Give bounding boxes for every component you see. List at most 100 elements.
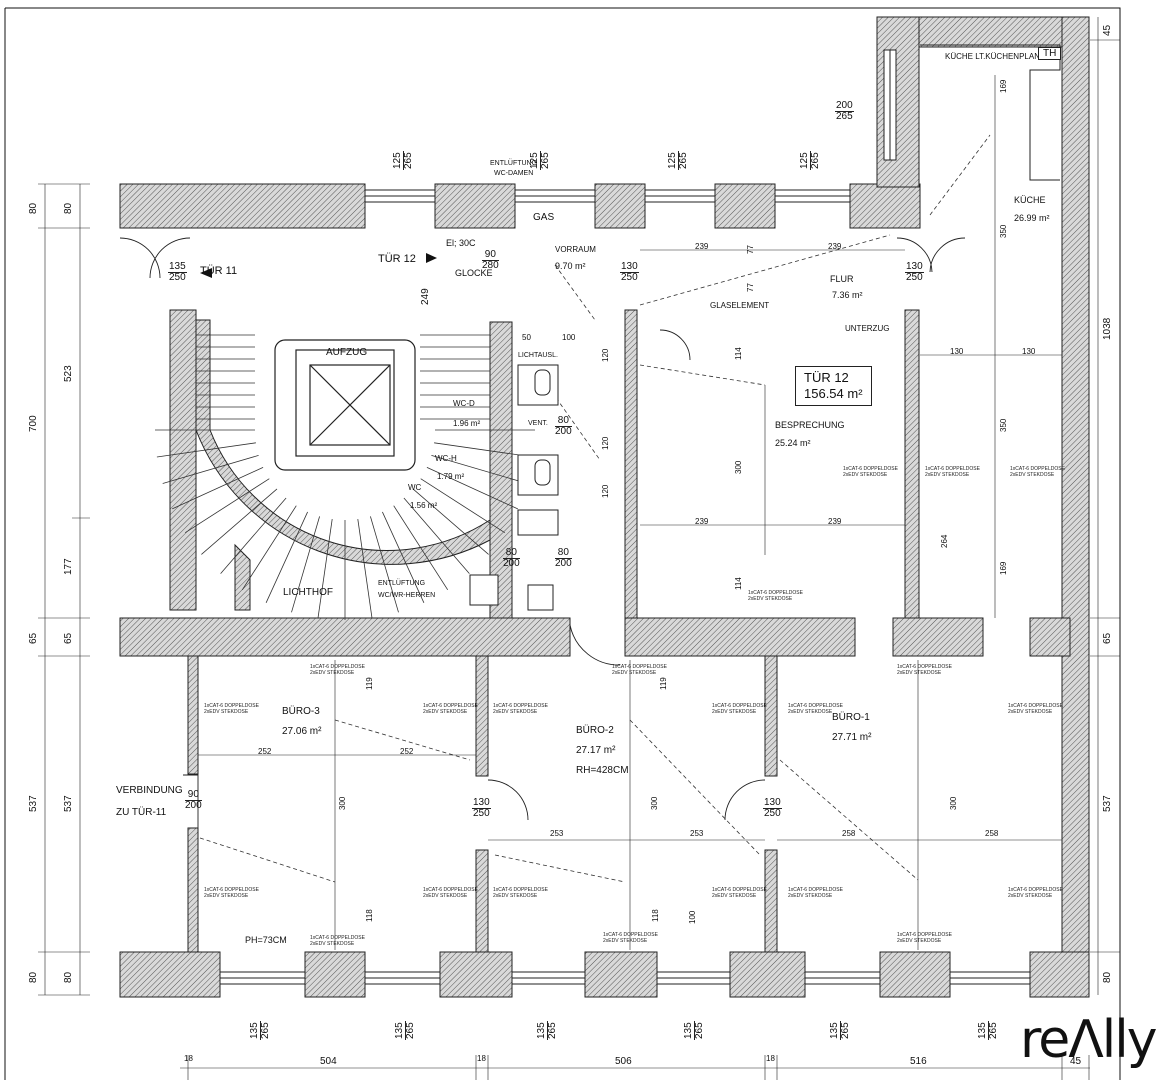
vent-label: VENT. bbox=[528, 420, 548, 427]
stair-tread bbox=[220, 497, 287, 574]
entl-herren-2: WC/WR-HERREN bbox=[378, 592, 436, 599]
dim-239c: 239 bbox=[695, 517, 709, 526]
sheet-border bbox=[5, 7, 1121, 1080]
dim-right-537: 537 bbox=[1102, 795, 1113, 812]
dim-118a: 118 bbox=[365, 909, 374, 922]
dim-77b: 77 bbox=[746, 283, 755, 292]
entl-damen-2: WC-DAMEN bbox=[494, 170, 534, 177]
dim-120a: 120 bbox=[601, 348, 610, 362]
stair-tread bbox=[317, 519, 333, 619]
dim-right-45: 45 bbox=[1102, 24, 1113, 36]
verbindung-1: VERBINDUNG bbox=[116, 785, 183, 796]
dim-50: 50 bbox=[522, 333, 531, 342]
dim-169b: 169 bbox=[999, 561, 1008, 575]
dim-left-65-b: 65 bbox=[63, 632, 74, 644]
dim-119b: 119 bbox=[659, 677, 668, 690]
room-flur-name: FLUR bbox=[830, 274, 854, 284]
dim-130b: 130 bbox=[1022, 347, 1036, 356]
room-flur-area: 7.36 m² bbox=[832, 290, 863, 300]
unterzug-label: UNTERZUG bbox=[845, 324, 890, 333]
dim-118b: 118 bbox=[651, 909, 660, 922]
dim-239b: 239 bbox=[828, 242, 842, 251]
dim-left-65: 65 bbox=[28, 632, 39, 644]
verbindung-2: ZU TÜR-11 bbox=[116, 807, 167, 818]
room-wcd-name: WC-D bbox=[453, 399, 475, 408]
dim-right-65: 65 bbox=[1102, 632, 1113, 644]
stair-tread bbox=[265, 511, 308, 603]
stair-tread bbox=[393, 505, 449, 591]
stair-tread bbox=[201, 488, 278, 555]
dim-left-177: 177 bbox=[63, 558, 74, 575]
dim-114b: 114 bbox=[734, 577, 743, 590]
dim-bottom-18c: 18 bbox=[766, 1054, 775, 1063]
door-label-tuer12: TÜR 12 bbox=[378, 253, 416, 265]
dim-300a: 300 bbox=[734, 460, 743, 474]
wc-fixtures bbox=[469, 364, 559, 611]
stair-tread bbox=[162, 455, 259, 484]
brand-logo: reΛlly bbox=[1020, 1010, 1157, 1070]
room-buero3-area: 27.06 m² bbox=[282, 726, 322, 737]
stair-tread bbox=[156, 442, 256, 458]
entl-damen-1: ENTLÜFTUNG bbox=[490, 160, 538, 167]
dim-bottom-18a: 18 bbox=[184, 1054, 193, 1063]
dim-264: 264 bbox=[940, 534, 949, 548]
stair-tread bbox=[241, 505, 297, 591]
room-kueche-area: 26.99 m² bbox=[1014, 213, 1050, 223]
stair-tread bbox=[184, 478, 270, 534]
room-wc-name: WC bbox=[408, 483, 422, 492]
dim-169a: 169 bbox=[999, 79, 1008, 93]
unit-tag-title: TÜR 12 bbox=[804, 370, 849, 385]
stair-curved-wall bbox=[195, 319, 491, 565]
dim-130a: 130 bbox=[950, 347, 964, 356]
room-buero1-area: 27.71 m² bbox=[832, 732, 872, 743]
ph-label: PH=73CM bbox=[245, 935, 287, 945]
dim-119a: 119 bbox=[365, 677, 374, 690]
unit-tag: TÜR 12 156.54 m² bbox=[795, 366, 872, 406]
stair-tread bbox=[172, 467, 264, 510]
room-aufzug-name: AUFZUG bbox=[326, 347, 368, 358]
glocke-label: GLOCKE bbox=[455, 268, 493, 278]
stair-tread bbox=[412, 488, 489, 555]
stair-tread bbox=[357, 519, 373, 619]
dim-bottom-506: 506 bbox=[615, 1056, 632, 1067]
dim-100: 100 bbox=[562, 333, 576, 342]
door-label-tuer11: TÜR 11 bbox=[200, 265, 238, 277]
gas-label: GAS bbox=[533, 212, 555, 223]
stair-tread bbox=[403, 497, 470, 574]
room-vorraum-area: 9.70 m² bbox=[555, 261, 586, 271]
dim-bottom-45: 45 bbox=[1070, 1056, 1082, 1067]
stair-tread bbox=[382, 511, 425, 603]
room-buero2-extra: RH=428CM bbox=[576, 765, 629, 776]
th-box: TH bbox=[1038, 47, 1062, 60]
stair-tread bbox=[426, 467, 518, 510]
